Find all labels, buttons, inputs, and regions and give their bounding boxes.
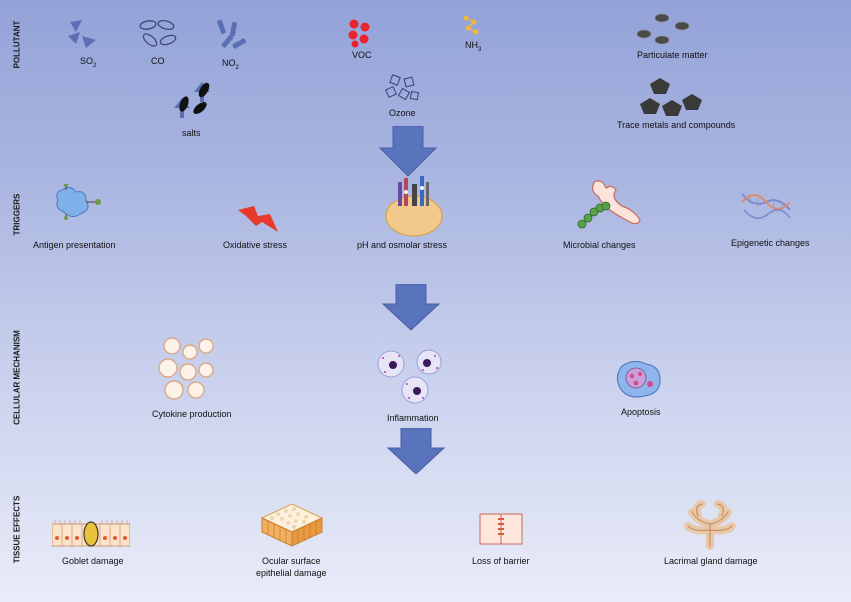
particulate-matter-label: Particulate matter bbox=[637, 50, 708, 60]
epithelial-barrier-icon bbox=[479, 513, 523, 545]
microbial-changes-label: Microbial changes bbox=[563, 240, 636, 250]
loss-of-barrier-label: Loss of barrier bbox=[472, 556, 530, 566]
lightning-icon bbox=[238, 206, 278, 232]
oxidative-stress-label: Oxidative stress bbox=[223, 240, 288, 250]
ocular-epithelium-icon bbox=[260, 503, 324, 547]
apoptotic-cell-icon bbox=[616, 360, 661, 398]
inflammation-label: Inflammation bbox=[387, 413, 439, 423]
trace-metals-icon bbox=[640, 78, 702, 116]
salts-icon bbox=[174, 82, 210, 118]
flow-arrow-pollutant-to-triggers bbox=[378, 126, 438, 177]
ocular-surface-label-line1: Ocular surface bbox=[262, 556, 321, 566]
voc-label: VOC bbox=[352, 50, 372, 60]
so2-label: SO2 bbox=[80, 56, 97, 69]
ph-osmolar-stress-label: pH and osmolar stress bbox=[357, 240, 448, 250]
ozone-molecule-icon bbox=[385, 74, 420, 101]
cell-membrane-icon bbox=[385, 176, 443, 237]
dna-helix-icon bbox=[741, 193, 791, 219]
lacrimal-gland-icon bbox=[684, 500, 736, 550]
co-molecule-icon bbox=[139, 19, 177, 47]
so2-molecule-icon bbox=[68, 20, 96, 48]
trace-metals-label: Trace metals and compounds bbox=[617, 120, 736, 130]
ozone-label: Ozone bbox=[389, 108, 416, 118]
voc-particles-icon bbox=[348, 19, 370, 48]
goblet-damage-label: Goblet damage bbox=[62, 556, 124, 566]
cytokine-network-icon bbox=[158, 337, 214, 400]
goblet-cell-epithelium-icon bbox=[52, 520, 130, 547]
no2-label: NO2 bbox=[222, 58, 239, 71]
section-label-pollutant: POLLUTANT bbox=[12, 20, 22, 69]
particulate-matter-icon bbox=[636, 13, 690, 45]
lacrimal-gland-damage-label: Lacrimal gland damage bbox=[664, 556, 758, 566]
inflammatory-cells-icon bbox=[377, 349, 442, 404]
no2-molecule-icon bbox=[217, 19, 247, 49]
flow-arrow-triggers-to-cellular bbox=[381, 284, 441, 331]
antigen-presenting-cell-icon bbox=[56, 184, 101, 220]
antigen-presentation-label: Antigen presentation bbox=[33, 240, 116, 250]
microbiome-icon bbox=[577, 180, 641, 229]
cytokine-production-label: Cytokine production bbox=[152, 409, 232, 419]
section-label-cellular: CELLULAR MECHANISM bbox=[12, 330, 22, 425]
ocular-surface-label-line2: epithelial damage bbox=[256, 568, 327, 578]
section-label-tissue: TISSUE EFFECTS bbox=[12, 495, 22, 564]
co-label: CO bbox=[151, 56, 165, 66]
flow-arrow-cellular-to-tissue bbox=[386, 428, 446, 475]
section-label-triggers: TRIGGERS bbox=[12, 193, 22, 236]
salts-label: salts bbox=[182, 128, 201, 138]
nh3-label: NH3 bbox=[465, 40, 482, 53]
nh3-molecule-icon bbox=[463, 15, 479, 35]
apoptosis-label: Apoptosis bbox=[621, 407, 661, 417]
epigenetic-changes-label: Epigenetic changes bbox=[731, 238, 810, 248]
